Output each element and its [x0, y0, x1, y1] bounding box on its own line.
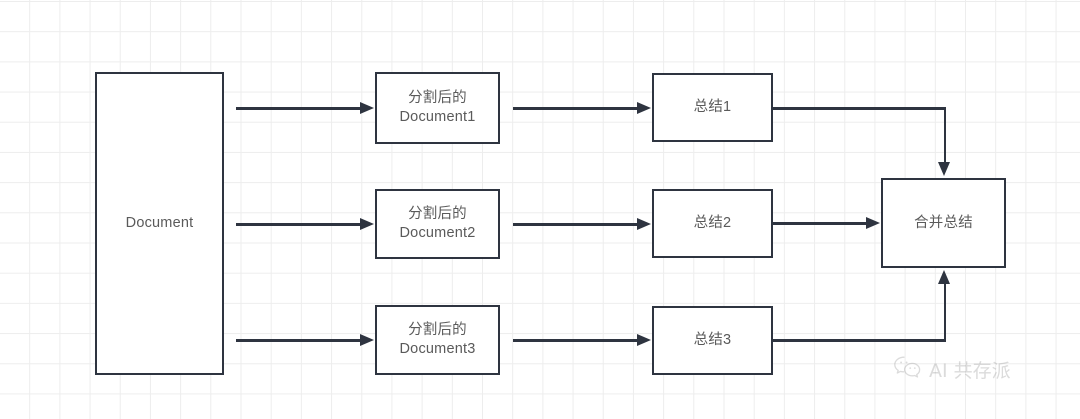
node-split-document-1-label: 分割后的 Document1 [400, 89, 476, 126]
watermark-text: AI 共存派 [929, 360, 1011, 382]
arrowhead-source-to-split-1 [360, 101, 374, 114]
connector-source-to-split-2 [236, 223, 362, 226]
connector-summary-1-to-merge-horizontal [771, 107, 946, 110]
connector-split-2-to-summary-2 [513, 223, 639, 226]
node-split-document-2-label: 分割后的 Document2 [400, 205, 476, 242]
node-summary-1-label: 总结1 [693, 99, 732, 116]
arrowhead-summary-2-to-merge [866, 216, 880, 229]
arrowhead-split-2-to-summary-2 [637, 217, 651, 230]
watermark: AI 共存派 [893, 355, 1011, 384]
arrowhead-split-3-to-summary-3 [637, 333, 651, 346]
node-split-document-1[interactable]: 分割后的 Document1 [375, 72, 500, 144]
wechat-icon [893, 355, 923, 384]
node-summary-2[interactable]: 总结2 [652, 189, 773, 258]
node-merge-summary-label: 合并总结 [914, 214, 973, 231]
node-split-document-3-line1: 分割后的 [408, 322, 467, 339]
node-summary-1[interactable]: 总结1 [652, 73, 773, 142]
arrowhead-summary-3-to-merge [938, 270, 950, 284]
connector-summary-2-to-merge [771, 222, 867, 225]
node-split-document-3-label: 分割后的 Document3 [400, 321, 476, 358]
node-source-document-label: Document [125, 215, 194, 232]
connector-split-1-to-summary-1 [513, 107, 639, 110]
node-split-document-3[interactable]: 分割后的 Document3 [375, 305, 500, 375]
arrowhead-split-1-to-summary-1 [637, 101, 651, 114]
node-split-document-1-line1: 分割后的 [408, 90, 467, 107]
connector-source-to-split-1 [236, 107, 362, 110]
node-split-document-1-line2: Document1 [399, 109, 476, 125]
connector-summary-3-to-merge-horizontal [771, 339, 946, 342]
node-split-document-3-line2: Document3 [399, 341, 476, 357]
node-split-document-2-line2: Document2 [399, 225, 476, 241]
connector-summary-1-to-merge-vertical [943, 107, 946, 165]
connector-source-to-split-3 [236, 339, 362, 342]
arrowhead-summary-1-to-merge [938, 162, 950, 176]
node-summary-3[interactable]: 总结3 [652, 306, 773, 375]
node-merge-summary[interactable]: 合并总结 [881, 178, 1006, 268]
node-split-document-2[interactable]: 分割后的 Document2 [375, 189, 500, 259]
node-summary-3-label: 总结3 [693, 332, 732, 349]
connector-split-3-to-summary-3 [513, 339, 639, 342]
arrowhead-source-to-split-2 [360, 217, 374, 230]
arrowhead-source-to-split-3 [360, 333, 374, 346]
node-source-document[interactable]: Document [95, 72, 224, 375]
connector-summary-3-to-merge-vertical [943, 282, 946, 341]
node-summary-2-label: 总结2 [693, 215, 732, 232]
node-split-document-2-line1: 分割后的 [408, 206, 467, 223]
